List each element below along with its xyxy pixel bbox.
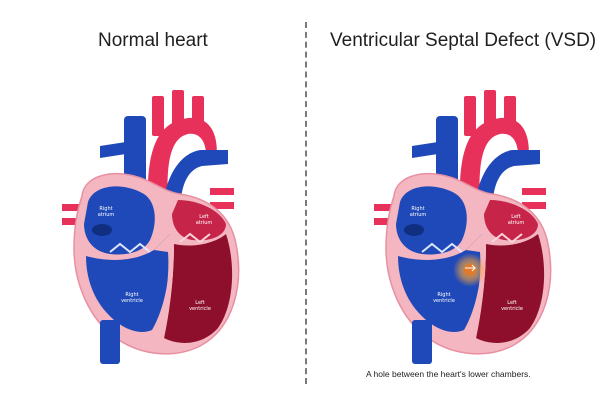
left-atrium-label-l1: Left	[511, 214, 520, 220]
tricuspid-valve	[421, 242, 463, 254]
tricuspid-valve	[109, 242, 151, 254]
left-atrium	[484, 200, 538, 241]
mitral-valve	[179, 232, 211, 244]
pulmonary-vein-branch	[412, 142, 438, 158]
right-atrium	[84, 186, 155, 255]
left-ventricle-label-l1: Left	[195, 300, 204, 306]
aortic-branch-3	[504, 96, 516, 134]
left-ventricle	[164, 234, 233, 343]
shunt-arrow	[465, 264, 477, 272]
normal-heart-title: Normal heart	[98, 30, 208, 51]
left-ventricle-label-l1: Left	[507, 300, 516, 306]
vsd-heart-illustration: Right atrium Left atrium Right ventricle…	[374, 90, 552, 364]
aortic-branch-2	[172, 90, 184, 132]
aorta	[147, 117, 217, 204]
pulmonary-vein-lower	[210, 202, 234, 209]
left-vein-lower	[374, 218, 400, 225]
left-atrium-label-l2: atrium	[508, 220, 525, 226]
inferior-vena-cava	[412, 320, 432, 364]
right-ventricle-label-l2: ventricle	[433, 298, 455, 304]
aortic-branch-1	[464, 96, 476, 136]
left-vein-lower	[62, 218, 88, 225]
right-atrium-label-l1: Right	[411, 206, 424, 212]
left-atrium-label-l2: atrium	[196, 220, 213, 226]
aorta	[459, 117, 529, 204]
inferior-vena-cava	[100, 320, 120, 364]
pulmonary-vein-upper	[522, 188, 546, 195]
right-ventricle	[86, 234, 171, 332]
aortic-branch-2	[484, 90, 496, 132]
right-ventricle-label-l1: Right	[437, 292, 450, 298]
normal-heart-illustration: Right atrium Left atrium Right ventricle…	[62, 90, 240, 364]
right-atrium	[396, 186, 467, 255]
aortic-branch-1	[152, 96, 164, 136]
pulmonary-vein-branch	[100, 142, 126, 158]
left-vein-upper	[374, 204, 400, 211]
aortic-branch-3	[192, 96, 204, 134]
septum	[154, 234, 174, 338]
coronary-sinus	[404, 224, 424, 236]
left-ventricle-label-l2: ventricle	[189, 306, 211, 312]
right-atrium-label-l2: atrium	[98, 212, 115, 218]
right-atrium-label-l2: atrium	[410, 212, 427, 218]
mitral-valve	[491, 232, 523, 244]
right-ventricle-label-l2: ventricle	[121, 298, 143, 304]
right-ventricle-label-l1: Right	[125, 292, 138, 298]
left-vein-upper	[62, 204, 88, 211]
septal-defect-hole	[464, 264, 476, 276]
left-atrium	[172, 200, 226, 241]
vsd-heart-title: Ventricular Septal Defect (VSD)	[330, 30, 597, 51]
left-ventricle	[476, 234, 545, 343]
panel-divider	[305, 22, 307, 384]
coronary-sinus	[92, 224, 112, 236]
left-atrium-label-l1: Left	[199, 214, 208, 220]
right-atrium-label-l1: Right	[99, 206, 112, 212]
pulmonary-vein-lower	[522, 202, 546, 209]
pulmonary-vein-upper	[210, 188, 234, 195]
vsd-caption: A hole between the heart's lower chamber…	[366, 369, 531, 379]
left-ventricle-label-l2: ventricle	[501, 306, 523, 312]
